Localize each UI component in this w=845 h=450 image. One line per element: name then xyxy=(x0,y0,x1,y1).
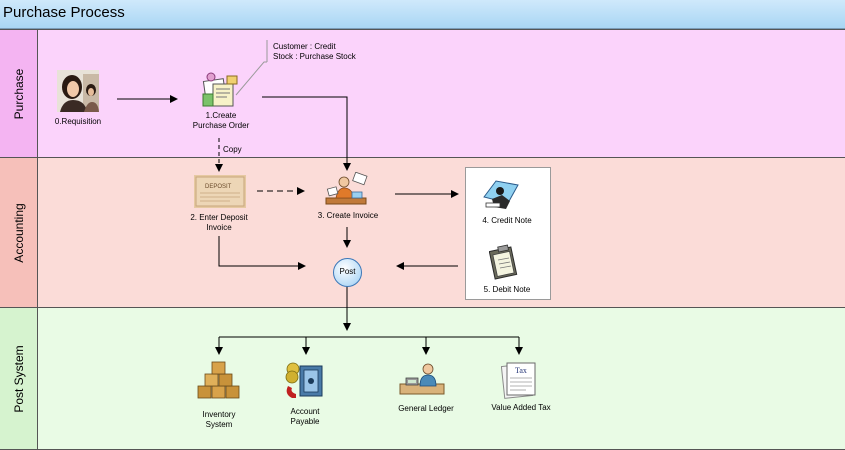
accountant-icon xyxy=(398,362,446,398)
lane-purchase: Purchase xyxy=(0,29,845,157)
node-label-credit-note: 4. Credit Note xyxy=(482,216,532,225)
person-photo-icon xyxy=(57,70,99,112)
purchase-order-icon xyxy=(201,72,239,108)
lane-header-purchase: Purchase xyxy=(0,30,38,157)
node-label-deposit-line1: 2. Enter Deposit xyxy=(190,213,248,222)
lane-header-accounting: Accounting xyxy=(0,158,38,307)
safe-money-icon xyxy=(284,360,326,402)
annotation-customer: Customer : Credit xyxy=(273,42,336,51)
lane-header-post-system: Post System xyxy=(0,308,38,449)
edge-deposit-to-post xyxy=(218,236,306,270)
credit-note-icon xyxy=(482,177,522,211)
node-label-payable-line1: Account xyxy=(290,407,320,416)
node-label-debit-note: 5. Debit Note xyxy=(483,285,531,294)
person-at-desk-icon xyxy=(322,171,372,208)
tax-form-icon: Tax xyxy=(500,361,537,399)
node-label-create-invoice: 3. Create Invoice xyxy=(317,211,379,220)
edge-label-copy: Copy xyxy=(223,145,242,154)
annotation-callout-line xyxy=(235,61,267,96)
page-title: Purchase Process xyxy=(3,4,125,21)
post-node: Post xyxy=(333,258,362,287)
deposit-slip-text: DEPOSIT xyxy=(205,184,232,190)
tax-form-text: Tax xyxy=(515,366,527,375)
post-node-label: Post xyxy=(339,267,356,276)
boxes-icon xyxy=(196,360,242,400)
edge-po-to-invoice xyxy=(262,96,351,171)
node-label-requisition: 0.Requisition xyxy=(54,117,102,126)
clipboard-icon xyxy=(488,244,519,280)
title-bar: Purchase Process xyxy=(0,0,845,29)
deposit-slip-icon: DEPOSIT xyxy=(194,175,246,208)
node-label-deposit-line2: Invoice xyxy=(206,223,232,232)
node-label-general-ledger: General Ledger xyxy=(398,404,454,413)
lane-accounting: Accounting xyxy=(0,157,845,307)
node-label-create-po-line1: 1.Create xyxy=(205,111,237,120)
annotation-stock: Stock : Purchase Stock xyxy=(273,52,356,61)
node-label-create-po-line2: Purchase Order xyxy=(192,121,250,130)
node-label-inventory-line2: System xyxy=(205,420,233,429)
node-label-vat: Value Added Tax xyxy=(491,403,551,412)
node-label-inventory-line1: Inventory xyxy=(202,410,236,419)
node-label-payable-line2: Payable xyxy=(290,417,320,426)
